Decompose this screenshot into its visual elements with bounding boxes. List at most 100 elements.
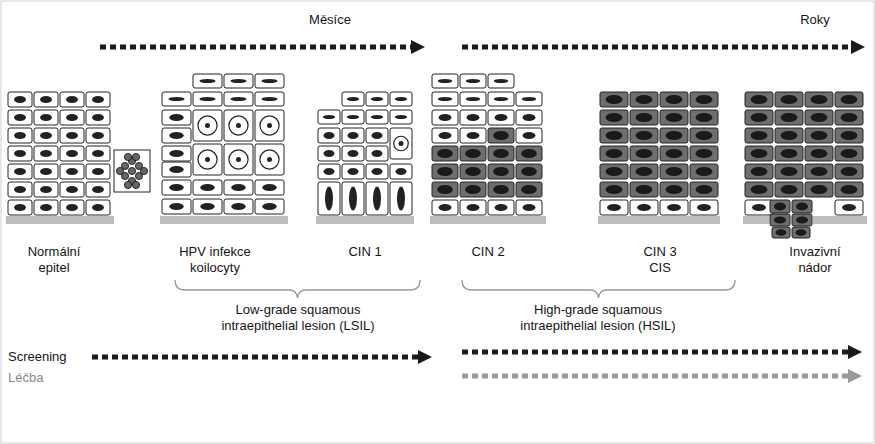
- koilocyte-halo: [198, 150, 217, 169]
- nucleus: [395, 97, 407, 101]
- cell: [342, 92, 364, 106]
- cell-body: [432, 182, 458, 197]
- nucleus: [842, 204, 856, 211]
- nucleus: [774, 203, 786, 211]
- cell: [162, 128, 191, 143]
- nucleus: [40, 168, 52, 175]
- nucleus: [399, 141, 404, 146]
- cell-body: [60, 110, 84, 125]
- cell-body: [34, 182, 58, 197]
- nucleus: [796, 216, 808, 223]
- cell-body: [390, 128, 412, 159]
- cell-body: [460, 74, 486, 88]
- cell-body: [86, 92, 110, 107]
- cell: [630, 182, 658, 197]
- nucleus: [495, 204, 508, 211]
- nucleus: [493, 167, 509, 176]
- virus-particle: [140, 167, 147, 174]
- nucleus: [607, 204, 621, 211]
- cell-body: [690, 128, 718, 143]
- cell: [60, 110, 84, 125]
- nucleus: [781, 113, 798, 122]
- nucleus: [14, 186, 26, 193]
- cell-body: [255, 199, 284, 214]
- cell-body: [390, 110, 412, 124]
- nucleus: [465, 149, 481, 158]
- membrane-bar: [160, 216, 288, 224]
- nucleus: [636, 95, 653, 104]
- nucleus: [776, 229, 787, 236]
- cell-body: [366, 146, 388, 161]
- cell-body: [432, 146, 458, 161]
- nucleus: [92, 150, 104, 157]
- cell-body: [770, 200, 790, 213]
- cell-body: [516, 164, 542, 179]
- stage-label-box: CIN 1: [335, 244, 395, 260]
- cell: [745, 182, 773, 197]
- cell: [162, 180, 191, 195]
- cell: [775, 92, 803, 107]
- cell: [432, 182, 458, 197]
- nucleus: [606, 167, 623, 176]
- cell: [432, 164, 458, 179]
- cell: [690, 128, 718, 143]
- cell: [690, 92, 718, 107]
- cell: [318, 110, 340, 124]
- cell-body: [660, 92, 688, 107]
- nucleus: [371, 115, 383, 119]
- cell: [516, 182, 542, 197]
- nucleus: [262, 203, 277, 210]
- row-label-box: Léčba: [8, 370, 88, 386]
- nucleus: [168, 97, 184, 101]
- nucleus: [841, 185, 858, 194]
- nucleus: [66, 186, 78, 193]
- nucleus: [523, 132, 536, 139]
- cell-body: [318, 164, 340, 179]
- stage-label-box: CIN 3 CIS: [637, 244, 683, 275]
- cell-body: [630, 128, 658, 143]
- cell-body: [432, 92, 458, 106]
- nucleus: [14, 168, 26, 175]
- cell-body: [34, 164, 58, 179]
- cell-body: [318, 146, 340, 161]
- cell-body: [600, 128, 628, 143]
- nucleus: [811, 185, 828, 194]
- time-label: Měsíce: [309, 12, 351, 27]
- cell-body: [516, 92, 542, 106]
- nucleus: [751, 149, 768, 158]
- time-label-box: Roky: [785, 12, 845, 28]
- cell-body: [432, 164, 458, 179]
- nucleus: [231, 203, 246, 210]
- cell: [460, 92, 486, 106]
- cell: [193, 180, 222, 195]
- cell-body: [600, 200, 628, 215]
- cell-body: [34, 146, 58, 161]
- cell: [60, 146, 84, 161]
- cell: [366, 182, 388, 215]
- nucleus: [494, 97, 509, 101]
- cell: [600, 110, 628, 125]
- nucleus: [606, 131, 623, 140]
- nucleus: [637, 204, 651, 211]
- cell: [660, 200, 688, 215]
- nucleus: [267, 157, 272, 162]
- nucleus: [66, 132, 78, 139]
- cell: [600, 128, 628, 143]
- cell: [660, 164, 688, 179]
- nucleus: [811, 95, 828, 104]
- cell-body: [630, 110, 658, 125]
- cell: [745, 128, 773, 143]
- cell-body: [460, 200, 486, 215]
- cell: [805, 128, 833, 143]
- treatment-arrow: [462, 369, 862, 383]
- dotted-line: [462, 350, 849, 355]
- cell-body: [193, 74, 222, 88]
- cell-body: [690, 146, 718, 161]
- cell: [488, 110, 514, 125]
- nucleus: [666, 149, 683, 158]
- cell-body: [366, 164, 388, 179]
- cell-body: [318, 110, 340, 124]
- nucleus: [199, 79, 215, 83]
